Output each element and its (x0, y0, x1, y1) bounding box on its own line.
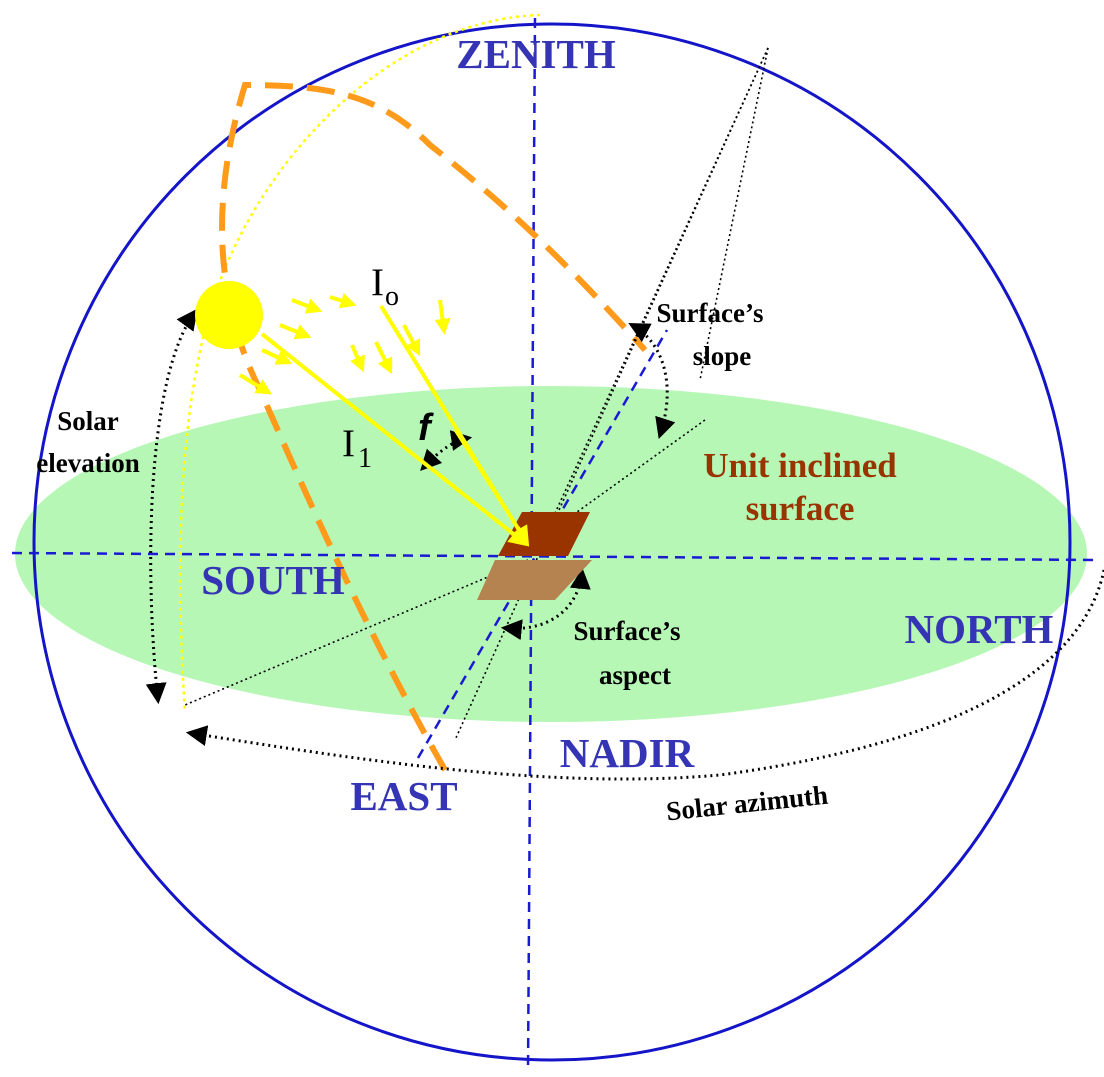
sun-meridian-path (178, 13, 541, 713)
celestial-sphere (32, 22, 1072, 1062)
label-solar-elevation-2: elevation (36, 448, 139, 478)
label-unit-surface-2: surface (746, 489, 855, 528)
label-angle-f: f (418, 407, 434, 449)
construction-lines (184, 47, 769, 741)
beam-i1 (260, 332, 530, 547)
label-i1-sub: 1 (358, 443, 372, 474)
label-solar-elevation-1: Solar (57, 406, 119, 436)
label-solar-azimuth: Solar azimuth (665, 780, 830, 827)
label-nadir: NADIR (560, 730, 695, 776)
label-io-sub: o (385, 281, 399, 312)
sun (195, 281, 263, 349)
label-east: EAST (350, 773, 457, 819)
surface-normal-ray (453, 429, 527, 541)
label-surface-aspect-2: aspect (599, 660, 671, 690)
label-surface-slope-2: slope (693, 341, 752, 371)
label-io-main: I (371, 261, 384, 304)
sun-rays (238, 292, 451, 395)
label-unit-surface-1: Unit inclined (703, 446, 897, 485)
label-surface-slope-1: Surface’s (657, 298, 764, 328)
surface-aspect-arrow (500, 567, 591, 641)
angle-f-arrow (420, 430, 473, 472)
label-i1-main: I (342, 422, 355, 465)
south-north-axis (11, 551, 1101, 562)
sun-path-arc (219, 81, 648, 772)
solar-elevation-arrow (145, 308, 198, 705)
surface-shadow (477, 560, 592, 600)
label-zenith: ZENITH (456, 31, 616, 77)
label-surface-aspect-1: Surface’s (574, 616, 681, 646)
label-south: SOUTH (201, 557, 345, 603)
zenith-nadir-axis (526, 17, 537, 1071)
label-north: NORTH (905, 606, 1054, 652)
